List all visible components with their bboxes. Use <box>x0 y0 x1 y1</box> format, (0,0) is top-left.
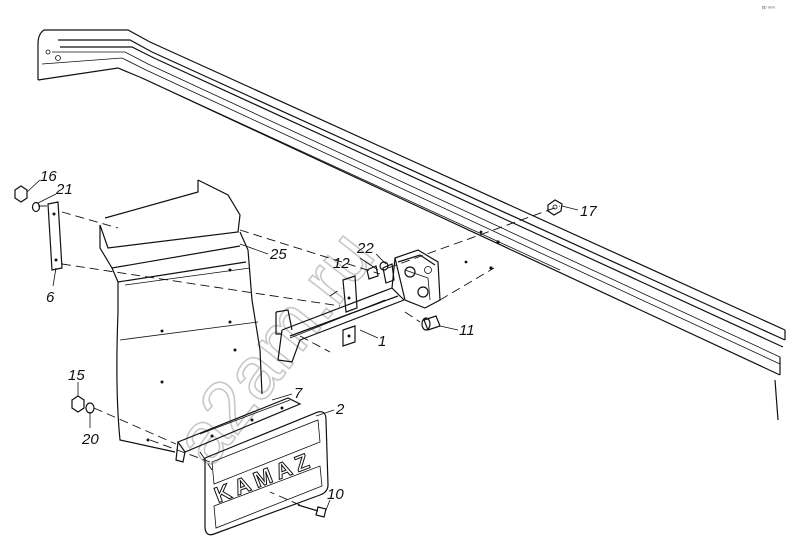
callout-11: 11 <box>459 322 475 339</box>
nut-12 <box>366 265 379 280</box>
fender-panel <box>99 179 263 453</box>
bolt-10 <box>297 504 327 518</box>
nut-15 <box>71 395 85 413</box>
mounting-strip <box>47 201 63 271</box>
callout-10: 10 <box>327 486 344 503</box>
callout-22: 22 <box>356 240 374 257</box>
callout-17: 17 <box>580 203 597 220</box>
clamp-strip <box>175 397 302 463</box>
bolt-11 <box>421 315 441 331</box>
callout-7: 7 <box>294 385 303 402</box>
callout-21: 21 <box>55 181 73 198</box>
callout-labels: 16 21 6 25 22 12 17 11 1 15 20 7 2 10 <box>40 168 597 503</box>
washer-21 <box>31 201 41 213</box>
callout-6: 6 <box>46 289 55 306</box>
nut-16 <box>14 185 28 203</box>
washer-20 <box>85 402 95 414</box>
callout-16: 16 <box>40 168 57 185</box>
callout-20: 20 <box>81 431 99 448</box>
callout-1: 1 <box>378 333 386 350</box>
callout-15: 15 <box>68 367 85 384</box>
leader-lines <box>26 179 579 511</box>
corner-mark: ᵖᵖ ⁿⁿⁿ <box>762 5 775 12</box>
callout-12: 12 <box>333 255 350 272</box>
nut-17 <box>547 199 563 216</box>
frame-rail <box>37 29 786 421</box>
callout-2: 2 <box>335 401 345 418</box>
assembly-lines <box>38 205 561 506</box>
callout-25: 25 <box>269 246 287 263</box>
